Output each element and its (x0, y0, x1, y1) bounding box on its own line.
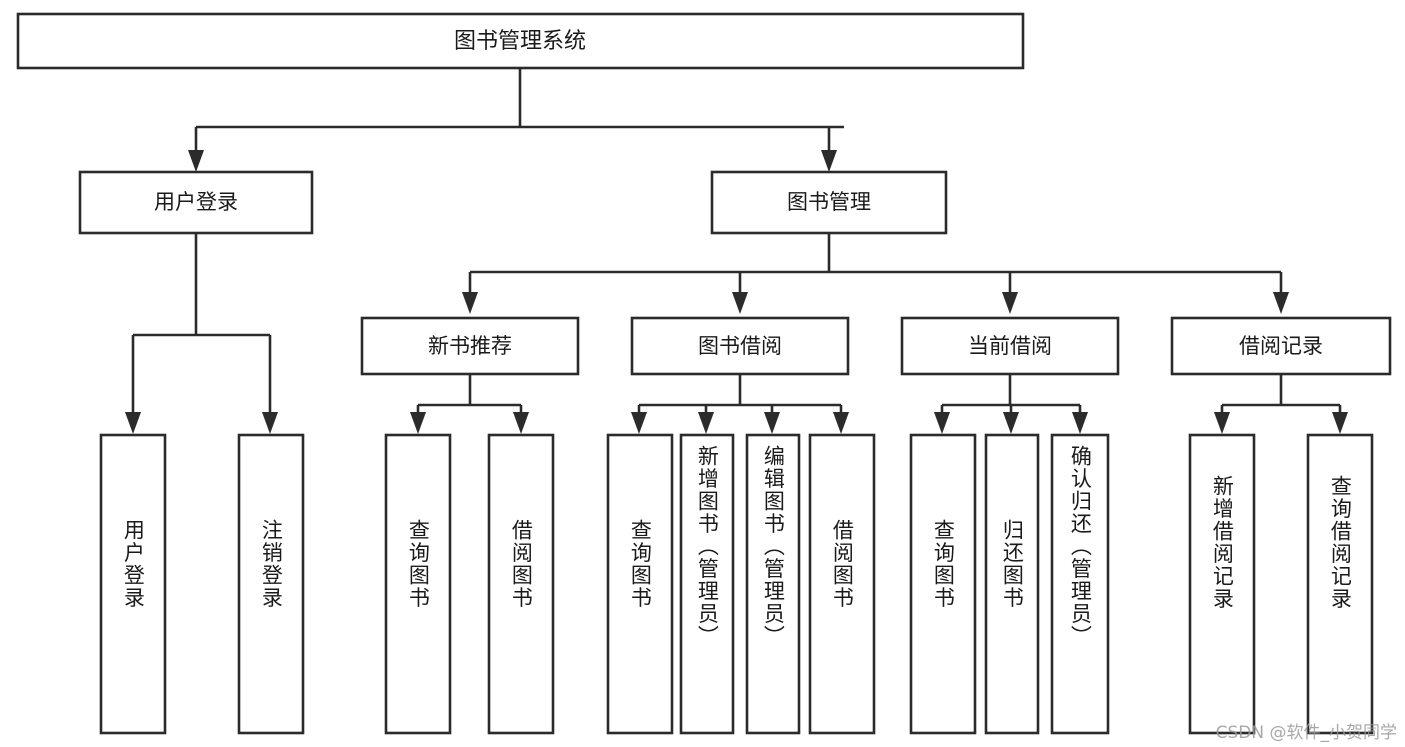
node-leaf-borrow-add-box[interactable] (679, 433, 735, 735)
arrow-leaf-cur-query (934, 412, 950, 434)
arrow-leaf-borrow-query (631, 412, 647, 434)
node-user-login-box[interactable] (78, 170, 314, 235)
node-leaf-rec-borrow-box[interactable] (487, 433, 555, 735)
node-layer: 图书管理系统 用户登录 图书管理 新书推荐 图书借阅 当前借阅 借阅记录 (16, 12, 1392, 735)
arrow-leaf-rec-search (1332, 412, 1348, 434)
node-borrow-record-label: 借阅记录 (1239, 334, 1323, 358)
node-leaf-cur-confirm-box[interactable] (1050, 433, 1110, 735)
node-user-login-label: 用户登录 (154, 190, 238, 214)
arrow-leaf-rec-add (1214, 412, 1230, 434)
connector-layer (125, 68, 1348, 434)
arrow-leaf-cur-confirm (1072, 412, 1088, 434)
arrow-user-login (188, 150, 204, 172)
node-leaf-rec-add-box[interactable] (1188, 433, 1256, 735)
node-new-book-rec-label: 新书推荐 (428, 334, 512, 358)
arrow-leaf-borrow-add (698, 412, 714, 434)
node-book-borrow-label: 图书借阅 (698, 334, 782, 358)
arrow-current-borrow (1002, 292, 1018, 314)
node-root-box[interactable] (16, 12, 1025, 70)
node-leaf-cur-return-box[interactable] (984, 433, 1040, 735)
node-book-manage-box[interactable] (710, 170, 948, 235)
arrow-leaf-logout (262, 412, 278, 434)
node-current-borrow-box[interactable] (900, 316, 1120, 376)
node-root-label: 图书管理系统 (454, 29, 586, 54)
node-leaf-logout-box[interactable] (237, 433, 305, 735)
node-leaf-rec-search-box[interactable] (1306, 433, 1374, 735)
node-current-borrow-label: 当前借阅 (968, 334, 1052, 358)
node-leaf-cur-query-box[interactable] (909, 433, 977, 735)
arrow-new-book-rec (462, 292, 478, 314)
node-leaf-borrow-edit-box[interactable] (745, 433, 801, 735)
node-book-manage-label: 图书管理 (787, 190, 871, 214)
arrow-leaf-borrow-edit (764, 412, 780, 434)
node-leaf-borrow-query-box[interactable] (606, 433, 674, 735)
arrow-borrow-record (1273, 292, 1289, 314)
arrow-book-borrow (732, 292, 748, 314)
node-leaf-user-login-box[interactable] (99, 433, 167, 735)
node-new-book-rec-box[interactable] (360, 316, 580, 376)
node-leaf-rec-query-box[interactable] (384, 433, 452, 735)
arrow-leaf-borrow-borrow (833, 412, 849, 434)
arrow-book-manage (821, 150, 837, 172)
node-book-borrow-box[interactable] (630, 316, 850, 376)
node-leaf-borrow-borrow-box[interactable] (808, 433, 876, 735)
arrow-leaf-rec-query (410, 412, 426, 434)
arrow-leaf-rec-borrow (513, 412, 529, 434)
arrow-leaf-cur-return (1003, 412, 1019, 434)
arrow-leaf-user-login (125, 412, 141, 434)
node-borrow-record-box[interactable] (1170, 316, 1392, 376)
